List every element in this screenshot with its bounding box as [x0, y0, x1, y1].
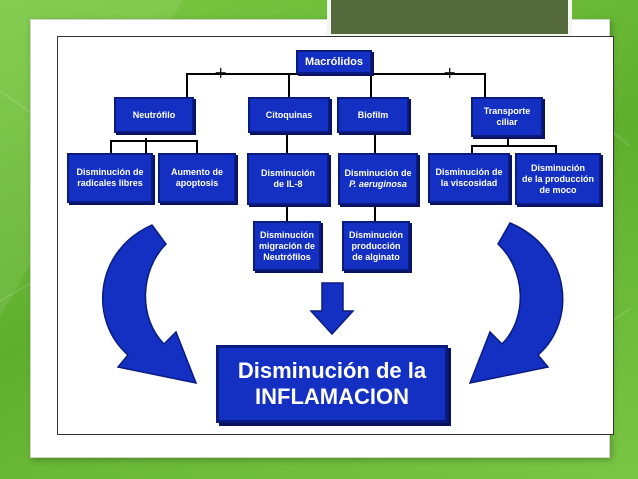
node-label: Macrólidos — [304, 55, 364, 68]
node-transporte-ciliar: Transporte ciliar — [471, 97, 543, 137]
plus-sign-right: + — [443, 63, 457, 82]
node-label: Neutrófilo — [132, 109, 176, 120]
result-box-inflamacion: Disminución de la INFLAMACION — [216, 345, 448, 423]
node-label: Biofilm — [357, 109, 389, 120]
connector-line — [288, 73, 290, 97]
connector-line — [374, 132, 376, 154]
node-label-italic: P. aeruginosa — [349, 179, 407, 189]
connector-line — [110, 140, 112, 154]
node-produccion-moco: Disminución de la producción de moco — [515, 153, 601, 205]
node-migracion-neutrofilos: Disminución migración de Neutrófilos — [253, 221, 321, 271]
connector-line — [484, 73, 486, 97]
node-viscosidad: Disminución de la viscosidad — [428, 153, 510, 203]
connector-line — [196, 140, 198, 154]
node-label: Disminución de IL-8 — [260, 168, 315, 189]
down-arrow — [309, 282, 355, 336]
connector-line — [374, 205, 376, 222]
left-curved-arrow — [101, 224, 198, 385]
connector-line — [286, 205, 288, 222]
result-line-2: INFLAMACION — [255, 384, 409, 409]
node-il8: Disminución de IL-8 — [247, 153, 329, 205]
plus-sign-left: + — [214, 63, 228, 82]
node-neutrofilo: Neutrófilo — [114, 97, 194, 133]
connector-line — [186, 73, 188, 97]
node-label: Disminución de radicales libres — [76, 167, 144, 188]
right-curved-arrow — [468, 222, 564, 385]
connector-line — [370, 73, 372, 97]
connector-line — [555, 145, 557, 154]
connector-line — [471, 145, 473, 154]
node-biofilm: Biofilm — [337, 97, 409, 133]
node-macrolidos: Macrólidos — [296, 50, 372, 74]
connector-line — [110, 140, 196, 142]
node-label: Disminución producción de alginato — [348, 229, 403, 262]
result-line-1: Disminución de la — [237, 358, 427, 383]
node-label: Transporte ciliar — [483, 106, 531, 127]
node-apoptosis: Aumento de apoptosis — [158, 153, 236, 203]
node-label: Disminución de la viscosidad — [435, 167, 503, 188]
connector-line — [507, 138, 509, 146]
connector-line — [471, 145, 555, 147]
node-citoquinas: Citoquinas — [248, 97, 330, 133]
connector-line — [145, 138, 147, 154]
node-radicales-libres: Disminución de radicales libres — [67, 153, 153, 203]
node-label: Disminución de la producción de moco — [521, 162, 594, 195]
node-label: Citoquinas — [265, 109, 313, 120]
node-alginato: Disminución producción de alginato — [342, 221, 410, 271]
node-label: Disminución de — [344, 168, 412, 178]
node-label: Aumento de apoptosis — [170, 167, 223, 188]
node-label: Disminución migración de Neutrófilos — [258, 229, 315, 262]
connector-line — [286, 132, 288, 154]
connector-line — [186, 73, 484, 75]
